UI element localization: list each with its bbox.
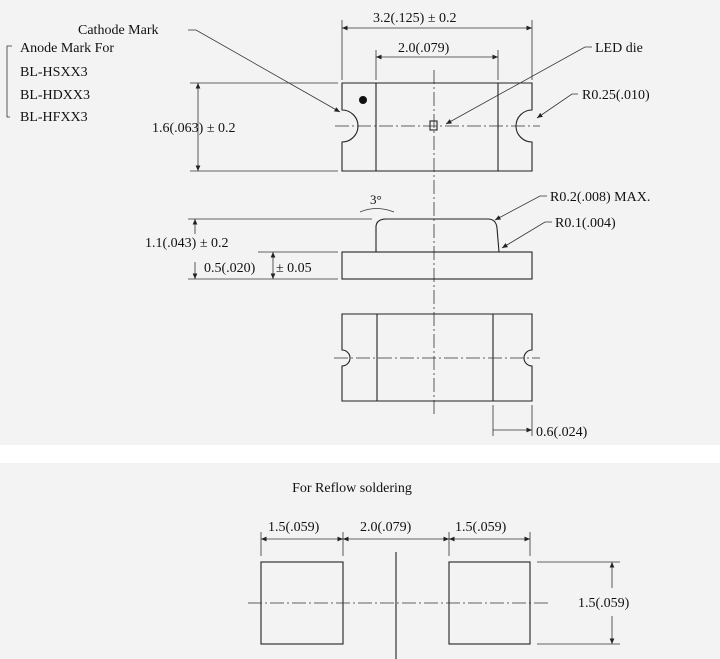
r01-leader	[501, 221, 552, 249]
width-dimension: 1.6(.063) ± 0.2	[152, 121, 236, 136]
bottom-view	[334, 313, 540, 402]
cathode-dot	[359, 96, 367, 104]
terminal-dimension: 0.6(.024)	[536, 425, 588, 440]
top-panel	[0, 0, 720, 445]
r01-label: R0.1(.004)	[555, 216, 616, 231]
led-die	[429, 120, 438, 131]
left-pad-width: 1.5(.059)	[268, 520, 320, 535]
model-label: BL-HSXX3	[20, 65, 88, 80]
led-die-label: LED die	[595, 41, 643, 56]
reflow-title: For Reflow soldering	[292, 481, 412, 496]
led-die-leader	[445, 46, 592, 125]
anode-mark-label: Anode Mark For	[20, 41, 114, 56]
inner-dimension: 2.0(.079)	[398, 41, 450, 56]
top-view	[335, 82, 540, 172]
pad-gap: 2.0(.079)	[360, 520, 412, 535]
anode-mark-labels: Anode Mark For BL-HSXX3 BL-HDXX3 BL-HFXX…	[6, 41, 114, 125]
base-height-dimension: 0.5(.020)	[204, 261, 256, 276]
length-dimension: 3.2(.125) ± 0.2	[373, 11, 457, 26]
pad-height: 1.5(.059)	[578, 596, 630, 611]
model-label: BL-HDXX3	[20, 88, 90, 103]
side-view	[341, 208, 533, 280]
r02-label: R0.2(.008) MAX.	[550, 190, 650, 205]
base-tolerance: ± 0.05	[276, 261, 312, 276]
r025-label: R0.25(.010)	[582, 88, 650, 103]
r025-leader	[536, 93, 578, 119]
draft-angle-label: 3°	[370, 192, 382, 207]
height-dimension: 1.1(.043) ± 0.2	[145, 236, 229, 251]
model-label: BL-HFXX3	[20, 110, 88, 125]
cathode-leader	[188, 29, 341, 113]
cathode-mark-label: Cathode Mark	[78, 23, 158, 38]
r02-leader	[494, 195, 547, 221]
right-pad-width: 1.5(.059)	[455, 520, 507, 535]
reflow-panel	[0, 463, 720, 659]
